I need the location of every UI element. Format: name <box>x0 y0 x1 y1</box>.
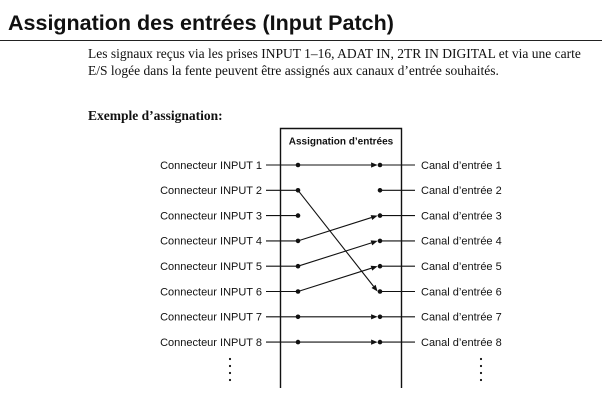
input-channel-label: Canal d’entrée 6 <box>421 286 502 298</box>
intro-paragraph-line: E/S logée dans la fente peuvent être ass… <box>88 63 499 78</box>
channel-terminal-dot <box>377 213 383 218</box>
channel-terminal-dot <box>377 162 383 168</box>
input-connector-label: Connecteur INPUT 7 <box>160 312 262 324</box>
input-connector-label: Connecteur INPUT 5 <box>160 261 262 273</box>
example-heading: Exemple d’assignation: <box>88 108 223 123</box>
patch-connection-line <box>297 189 375 287</box>
patch-box-title: Assignation d’entrées <box>289 137 394 148</box>
continuation-dot <box>479 364 483 368</box>
intro-paragraph: Les signaux reçus via les prises INPUT 1… <box>88 45 581 79</box>
input-connector-label: Connecteur INPUT 3 <box>160 210 262 222</box>
input-terminal-dot <box>295 339 301 345</box>
patch-arrowhead <box>370 215 378 221</box>
continuation-dot <box>228 371 232 375</box>
intro-paragraph-line: Les signaux reçus via les prises INPUT 1… <box>88 46 581 61</box>
continuation-dot <box>228 364 232 368</box>
input-terminal-dot <box>295 238 301 244</box>
continuation-dot <box>479 371 483 375</box>
patch-connection-line <box>297 267 372 293</box>
channel-terminal-dot <box>377 188 383 193</box>
input-channel-label: Canal d’entrée 7 <box>421 312 502 324</box>
patch-arrowhead <box>371 162 378 168</box>
patch-arrowhead <box>371 284 378 292</box>
channel-terminal-dot <box>377 314 383 320</box>
channel-terminal-dot <box>377 263 383 269</box>
input-connector-label: Connecteur INPUT 4 <box>160 236 262 248</box>
input-channel-label: Canal d’entrée 5 <box>421 261 502 273</box>
patch-connection-line <box>297 242 372 267</box>
input-terminal-dot <box>295 263 301 269</box>
channel-terminal-dot <box>377 238 383 244</box>
input-channel-label: Canal d’entrée 1 <box>421 160 502 172</box>
input-channel-label: Canal d’entrée 4 <box>421 236 502 248</box>
input-terminal-dot <box>295 314 301 320</box>
input-terminal-dot <box>295 162 301 168</box>
patch-arrowhead <box>371 314 378 320</box>
input-channel-label: Canal d’entrée 8 <box>421 337 502 349</box>
patch-arrowhead <box>370 265 378 271</box>
title-underline-rule <box>0 40 602 41</box>
input-connector-label: Connecteur INPUT 6 <box>160 286 262 298</box>
channel-terminal-dot <box>377 339 383 345</box>
input-terminal-dot <box>295 289 301 294</box>
input-connector-label: Connecteur INPUT 1 <box>160 160 262 172</box>
patch-box <box>279 127 403 388</box>
input-connector-label: Connecteur INPUT 2 <box>160 185 262 197</box>
input-terminal-dot <box>295 213 301 218</box>
patch-arrowhead <box>370 240 378 246</box>
continuation-dot <box>479 378 483 382</box>
patch-arrowhead <box>371 339 378 345</box>
channel-terminal-dot <box>377 289 383 294</box>
input-channel-label: Canal d’entrée 2 <box>421 185 502 197</box>
input-terminal-dot <box>295 188 301 193</box>
continuation-dot <box>228 357 232 361</box>
input-channel-label: Canal d’entrée 3 <box>421 210 502 222</box>
continuation-dot <box>479 357 483 361</box>
input-connector-label: Connecteur INPUT 8 <box>160 337 262 349</box>
section-title: Assignation des entrées (Input Patch) <box>8 11 394 35</box>
continuation-dot <box>228 378 232 382</box>
patch-connection-line <box>297 217 372 242</box>
